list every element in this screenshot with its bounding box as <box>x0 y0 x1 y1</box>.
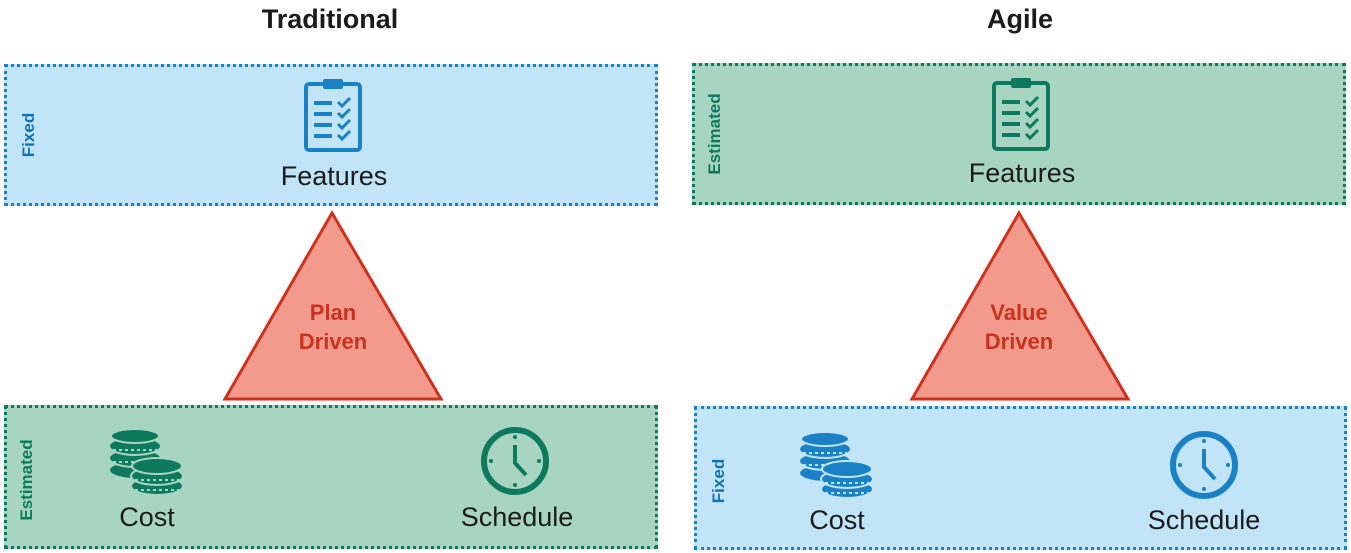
traditional-triangle-label: Plan Driven <box>253 298 413 356</box>
agile-triangle <box>909 210 1131 401</box>
agile-triangle-line1: Value <box>990 300 1048 325</box>
agile-triangle-line2: Driven <box>984 329 1054 354</box>
agile-features-side-label: Estimated <box>705 93 724 175</box>
clipboard-checklist-icon <box>992 78 1050 151</box>
traditional-features-side-label: Fixed <box>19 112 38 158</box>
traditional-features-box: Fixed Features <box>4 64 658 206</box>
agile-constraints-box: Fixed Cost Schedu <box>694 406 1347 550</box>
traditional-constraints-box: Estimated Cost Sc <box>4 405 658 549</box>
traditional-triangle-line2: Driven <box>298 329 368 354</box>
traditional-cost-label: Cost <box>119 502 175 532</box>
agile-cost-label: Cost <box>809 505 865 535</box>
traditional-features-label: Features <box>280 161 388 191</box>
clock-icon <box>1170 431 1238 499</box>
agile-schedule-label: Schedule <box>1147 505 1261 535</box>
traditional-triangle-line1: Plan <box>309 300 357 325</box>
clipboard-checklist-icon <box>304 79 362 152</box>
agile-features-label: Features <box>968 158 1076 188</box>
coin-stack-icon <box>108 430 184 496</box>
coin-stack-icon <box>798 433 874 499</box>
agile-features-box: Estimated Features <box>692 63 1346 205</box>
traditional-schedule-label: Schedule <box>460 502 574 532</box>
agile-triangle-label: Value Driven <box>939 298 1099 356</box>
traditional-title: Traditional <box>261 4 399 34</box>
agile-title: Agile <box>986 4 1053 34</box>
clock-icon <box>481 427 549 495</box>
traditional-triangle <box>222 210 444 401</box>
